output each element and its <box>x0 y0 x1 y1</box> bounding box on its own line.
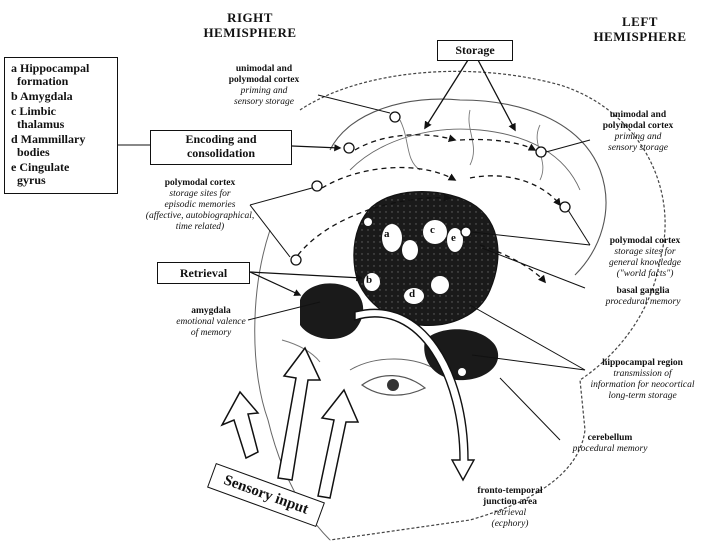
label-episodic-title: polymodal cortex <box>136 178 264 189</box>
label-right-cortex-title: unimodal and polymodal cortex <box>208 64 320 86</box>
structure-letter-b: b <box>366 274 372 286</box>
limbic-mass <box>354 192 498 326</box>
header-left-hemisphere: LEFT HEMISPHERE <box>580 14 700 44</box>
label-left-cortex-desc: priming and sensory storage <box>582 132 694 154</box>
structure-letter-d: d <box>409 288 415 300</box>
label-basal-ganglia: basal ganglia procedural memory <box>588 286 698 308</box>
label-fronto-temporal: fronto-temporal junction area retrieval … <box>455 486 565 530</box>
label-fronto-desc: retrieval (ecphory) <box>455 508 565 530</box>
header-right-hemisphere: RIGHT HEMISPHERE <box>190 10 310 40</box>
legend-item-d: d Mammillary bodies <box>11 133 111 159</box>
label-episodic-cortex: polymodal cortex storage sites for episo… <box>136 178 264 233</box>
structure-letter-c: c <box>430 224 435 236</box>
label-basal-desc: procedural memory <box>588 297 698 308</box>
label-left-cortex-title: unimodal and polymodal cortex <box>582 110 694 132</box>
label-hippocampal-desc: transmission of information for neocorti… <box>580 369 705 402</box>
label-episodic-desc: storage sites for episodic memories (aff… <box>136 189 264 233</box>
encoding-box: Encoding and consolidation <box>150 130 292 165</box>
label-amygdala: amygdala emotional valence of memory <box>166 306 256 339</box>
label-left-cortex: unimodal and polymodal cortex priming an… <box>582 110 694 154</box>
label-fronto-title: fronto-temporal junction area <box>455 486 565 508</box>
structure-letter-a: a <box>384 228 390 240</box>
structure-legend: a Hippocampal formation b Amygdala c Lim… <box>4 57 118 194</box>
label-amygdala-title: amygdala <box>166 306 256 317</box>
legend-item-e: e Cingulate gyrus <box>11 161 111 187</box>
amygdala-shape <box>300 283 363 339</box>
label-hippocampal-region: hippocampal region transmission of infor… <box>580 358 705 402</box>
label-right-cortex: unimodal and polymodal cortex priming an… <box>208 64 320 108</box>
eye-pupil <box>387 379 399 391</box>
encoding-arrows <box>292 146 340 148</box>
legend-item-b: b Amygdala <box>11 90 111 103</box>
label-general-cortex: polymodal cortex storage sites for gener… <box>590 236 700 280</box>
label-amygdala-desc: emotional valence of memory <box>166 317 256 339</box>
legend-item-c: c Limbic thalamus <box>11 105 111 131</box>
retrieval-box: Retrieval <box>157 262 250 284</box>
label-basal-title: basal ganglia <box>588 286 698 297</box>
structure-letter-e: e <box>451 232 456 244</box>
legend-item-a: a Hippocampal formation <box>11 62 111 88</box>
label-cerebellum: cerebellum procedural memory <box>555 433 665 455</box>
label-hippocampal-title: hippocampal region <box>580 358 705 369</box>
storage-box: Storage <box>437 40 513 61</box>
label-right-cortex-desc: priming and sensory storage <box>208 86 320 108</box>
label-general-desc: storage sites for general knowledge ("wo… <box>590 247 700 280</box>
label-cerebellum-desc: procedural memory <box>555 444 665 455</box>
label-general-title: polymodal cortex <box>590 236 700 247</box>
storage-arrows <box>425 60 515 130</box>
label-cerebellum-title: cerebellum <box>555 433 665 444</box>
